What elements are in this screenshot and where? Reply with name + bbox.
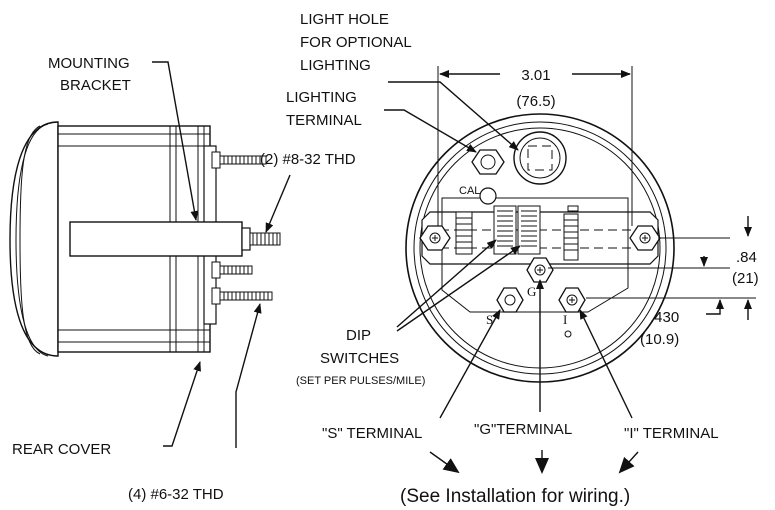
install-note-label: (See Installation for wiring.) [400,486,630,507]
s-mark: S [486,312,493,327]
lighting-terminal-label-1: LIGHTING [286,89,357,106]
gauge-bezel [9,121,59,357]
width-mm-label: (76.5) [516,93,555,110]
light-hole-label-2: FOR OPTIONAL [300,34,412,51]
s-terminal-nut [496,287,524,313]
right-connector [563,205,579,261]
mounting-bracket-label-2: BRACKET [60,77,131,94]
g-terminal-label: "G"TERMINAL [474,421,572,438]
i-terminal-label: "I" TERMINAL [624,425,719,442]
s-terminal-label: "S" TERMINAL [322,425,422,442]
rear-view [384,66,756,474]
light-hole-label-1: LIGHT HOLE [300,11,389,28]
cal-button [479,187,497,205]
offset2-mm-label: (10.9) [640,331,679,348]
upper-stud [211,151,267,169]
dip-switches-label-2: SWITCHES [320,350,399,367]
g-terminal-nut [526,257,554,283]
light-hole-label-3: LIGHTING [300,57,371,74]
g-mark: G [527,284,536,299]
dip-switch-2 [517,205,541,255]
offset1-in-label: .84 [736,249,757,266]
mounting-bracket-shape [69,221,243,257]
lighting-terminal-nut [471,149,505,175]
rear-cover-label: REAR COVER [12,441,111,458]
lighting-terminal-label-2: TERMINAL [286,112,362,129]
dip-note-label: (SET PER PULSES/MILE) [296,375,425,387]
lower-studs [211,261,273,305]
offset2-in-label: .430 [650,309,679,326]
dip-switches-label-1: DIP [346,327,371,344]
mounting-bracket-label-1: MOUNTING [48,55,130,72]
right-mounting-nut [629,225,661,251]
thd-2-label: (2) #8-32 THD [260,151,356,168]
side-view [9,61,291,448]
cal-label: CAL [459,185,480,197]
bracket-stud [249,232,281,246]
i-mark: I [563,312,567,327]
light-hole-socket [513,131,567,185]
dip-switch-1 [493,205,517,255]
offset1-mm-label: (21) [732,270,759,287]
left-mounting-nut [419,225,451,251]
i-terminal-nut [558,287,586,313]
left-connector [455,211,473,255]
width-dimension [437,66,633,226]
width-in-label: 3.01 [521,67,550,84]
offset-dimensions [548,216,756,320]
thd-4-label: (4) #6-32 THD [128,486,224,503]
